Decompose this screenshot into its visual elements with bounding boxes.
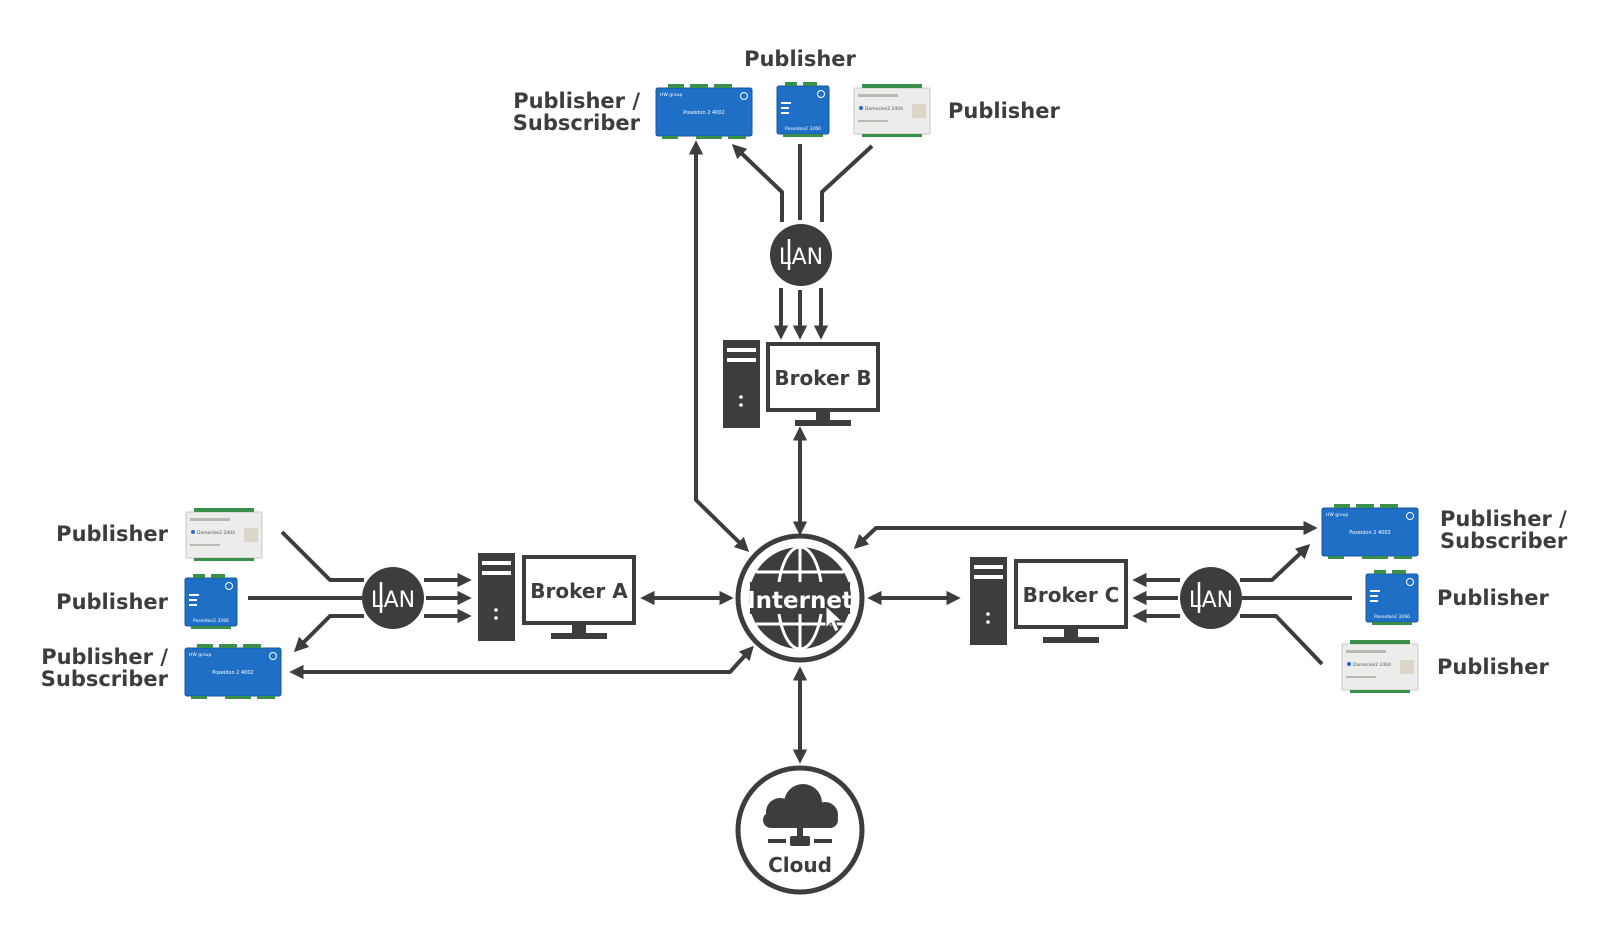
label-top-right-publisher: Publisher: [948, 99, 1060, 123]
monitor-icon: [766, 342, 880, 426]
broker-a-label: Broker A: [530, 579, 628, 603]
link-left-lan-publisher-1: [280, 530, 364, 582]
device-poseidon-4002-left: HW group Poseidon 2 4002: [184, 644, 282, 699]
device-poseidon-3266-top: Poseidon2 3266: [776, 82, 830, 137]
link-internet-left-pubsub: [289, 645, 754, 680]
device-model: Poseidon2 3266: [193, 618, 229, 624]
device-poseidon-4002-top: HW group Poseidon 2 4002: [655, 84, 753, 139]
label-left-pubsub: Publisher / Subscriber: [28, 646, 168, 690]
device-model: Damocles2 2404: [1353, 662, 1391, 668]
power-icon: [740, 92, 748, 100]
power-icon: [269, 652, 277, 660]
server-tower-icon: [478, 553, 515, 641]
power-icon: [1406, 578, 1414, 586]
connections: [248, 140, 1352, 764]
label-line: Publisher /: [513, 89, 640, 113]
lan-hub-left: LAN: [362, 567, 424, 629]
label-right-pubsub: Publisher / Subscriber: [1440, 508, 1567, 552]
label-line: Publisher /: [1440, 507, 1567, 531]
server-tower-icon: [970, 557, 1007, 645]
link-left-lan-pubsub: [293, 614, 364, 653]
lan-hub-right: LAN: [1180, 567, 1242, 629]
label-left-publisher-1: Publisher: [56, 522, 168, 546]
cloud-label: Cloud: [768, 853, 832, 877]
lan-hub-top: LAN: [770, 224, 832, 286]
internet-label: Internet: [747, 588, 853, 614]
device-brand: HW group: [1326, 512, 1348, 518]
cursor-icon: [825, 604, 844, 633]
link-top-lan-pubsub: [731, 144, 784, 222]
broker-c: Broker C: [970, 557, 1128, 645]
monitor-icon: [1014, 559, 1128, 643]
link-right-lan-pubsub: [1240, 544, 1311, 582]
link-internet-top-pubsub: [688, 140, 750, 553]
device-model: Poseidon 2 4002: [683, 110, 724, 116]
label-right-publisher-1: Publisher: [1437, 586, 1549, 610]
label-line: Subscriber: [1440, 529, 1568, 553]
lan-top-label: LAN: [779, 245, 823, 270]
internet-node: Internet: [735, 533, 865, 663]
label-left-publisher-2: Publisher: [56, 590, 168, 614]
label-line: Subscriber: [40, 667, 168, 691]
cloud-node: Cloud: [735, 765, 865, 895]
label-top-publisher: Publisher: [744, 47, 856, 71]
label-line: Publisher /: [41, 645, 168, 669]
device-damocles-2404-top: Damocles2 2404: [853, 84, 931, 137]
device-poseidon-4002-right: HW group Poseidon 2 4002: [1321, 504, 1419, 559]
device-model: Poseidon2 3266: [1374, 614, 1410, 620]
server-tower-icon: [723, 340, 760, 428]
device-model: Damocles2 2404: [865, 106, 903, 112]
monitor-icon: [522, 555, 636, 639]
power-icon: [225, 582, 233, 590]
device-poseidon-3266-right: Poseidon2 3266: [1365, 570, 1419, 625]
label-line: Subscriber: [512, 111, 640, 135]
device-model: Poseidon 2 4002: [1349, 530, 1390, 536]
device-damocles-2404-right: Damocles2 2404: [1341, 640, 1419, 693]
broker-b-label: Broker B: [774, 366, 871, 390]
power-icon: [817, 90, 825, 98]
cloud-icon: [763, 784, 838, 846]
link-right-lan-publisher-2: [1240, 614, 1324, 666]
broker-a: Broker A: [478, 553, 636, 641]
lan-right-label: LAN: [1189, 588, 1233, 613]
device-model: Damocles2 2404: [197, 530, 235, 536]
broker-b: Broker B: [723, 340, 880, 428]
link-top-lan-publisher-right: [820, 144, 874, 222]
device-model: Poseidon 2 4002: [212, 670, 253, 676]
device-model: Poseidon2 3266: [785, 126, 821, 132]
device-damocles-2404-left: Damocles2 2404: [185, 508, 263, 561]
label-top-pubsub: Publisher / Subscriber: [500, 90, 640, 134]
power-icon: [1406, 512, 1414, 520]
broker-c-label: Broker C: [1023, 583, 1120, 607]
lan-left-label: LAN: [371, 588, 415, 613]
device-brand: HW group: [660, 92, 682, 98]
device-poseidon-3266-left: Poseidon2 3266: [184, 574, 238, 629]
link-internet-right-pubsub: [853, 520, 1318, 549]
label-right-publisher-2: Publisher: [1437, 655, 1549, 679]
device-brand: HW group: [189, 652, 211, 658]
